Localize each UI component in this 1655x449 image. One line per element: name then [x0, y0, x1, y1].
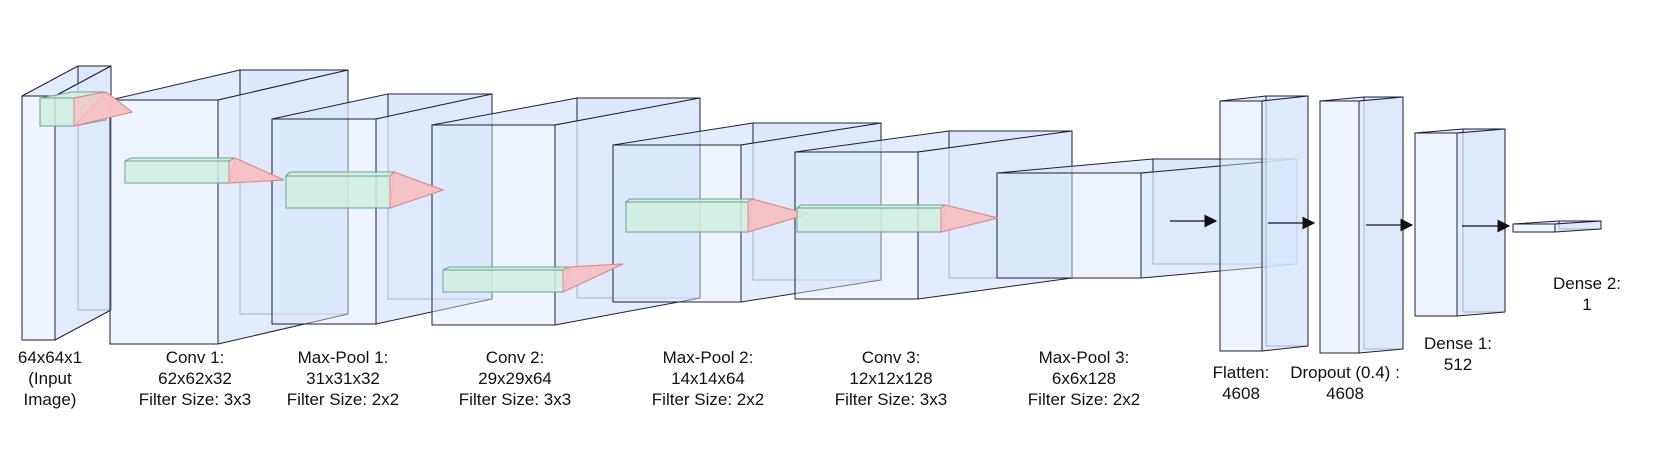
- filter-conv2-pool2: [442, 263, 624, 293]
- block-flatten: [1219, 95, 1309, 352]
- label-dense1: Dense 1:512: [1423, 334, 1493, 374]
- filter-conv3-pool3: [795, 204, 999, 233]
- filter-input-conv1: [39, 91, 134, 127]
- filter-pool2-conv3: [624, 198, 810, 233]
- filter-conv1-pool1: [124, 157, 285, 184]
- block-dense2: [1512, 220, 1602, 233]
- filter-projections: [39, 91, 999, 293]
- filter-pool1-conv2: [284, 170, 445, 210]
- dense-connections: [1170, 214, 1511, 233]
- block-dropout: [1319, 96, 1404, 354]
- block-dense1: [1414, 128, 1506, 317]
- label-dense2: Dense 2:1: [1552, 274, 1622, 314]
- label-dropout: Dropout (0.4) :4608: [1290, 363, 1400, 403]
- block-pool1: [271, 93, 493, 325]
- layer-blocks: [21, 65, 1602, 354]
- label-flatten: Flatten:4608: [1212, 363, 1270, 403]
